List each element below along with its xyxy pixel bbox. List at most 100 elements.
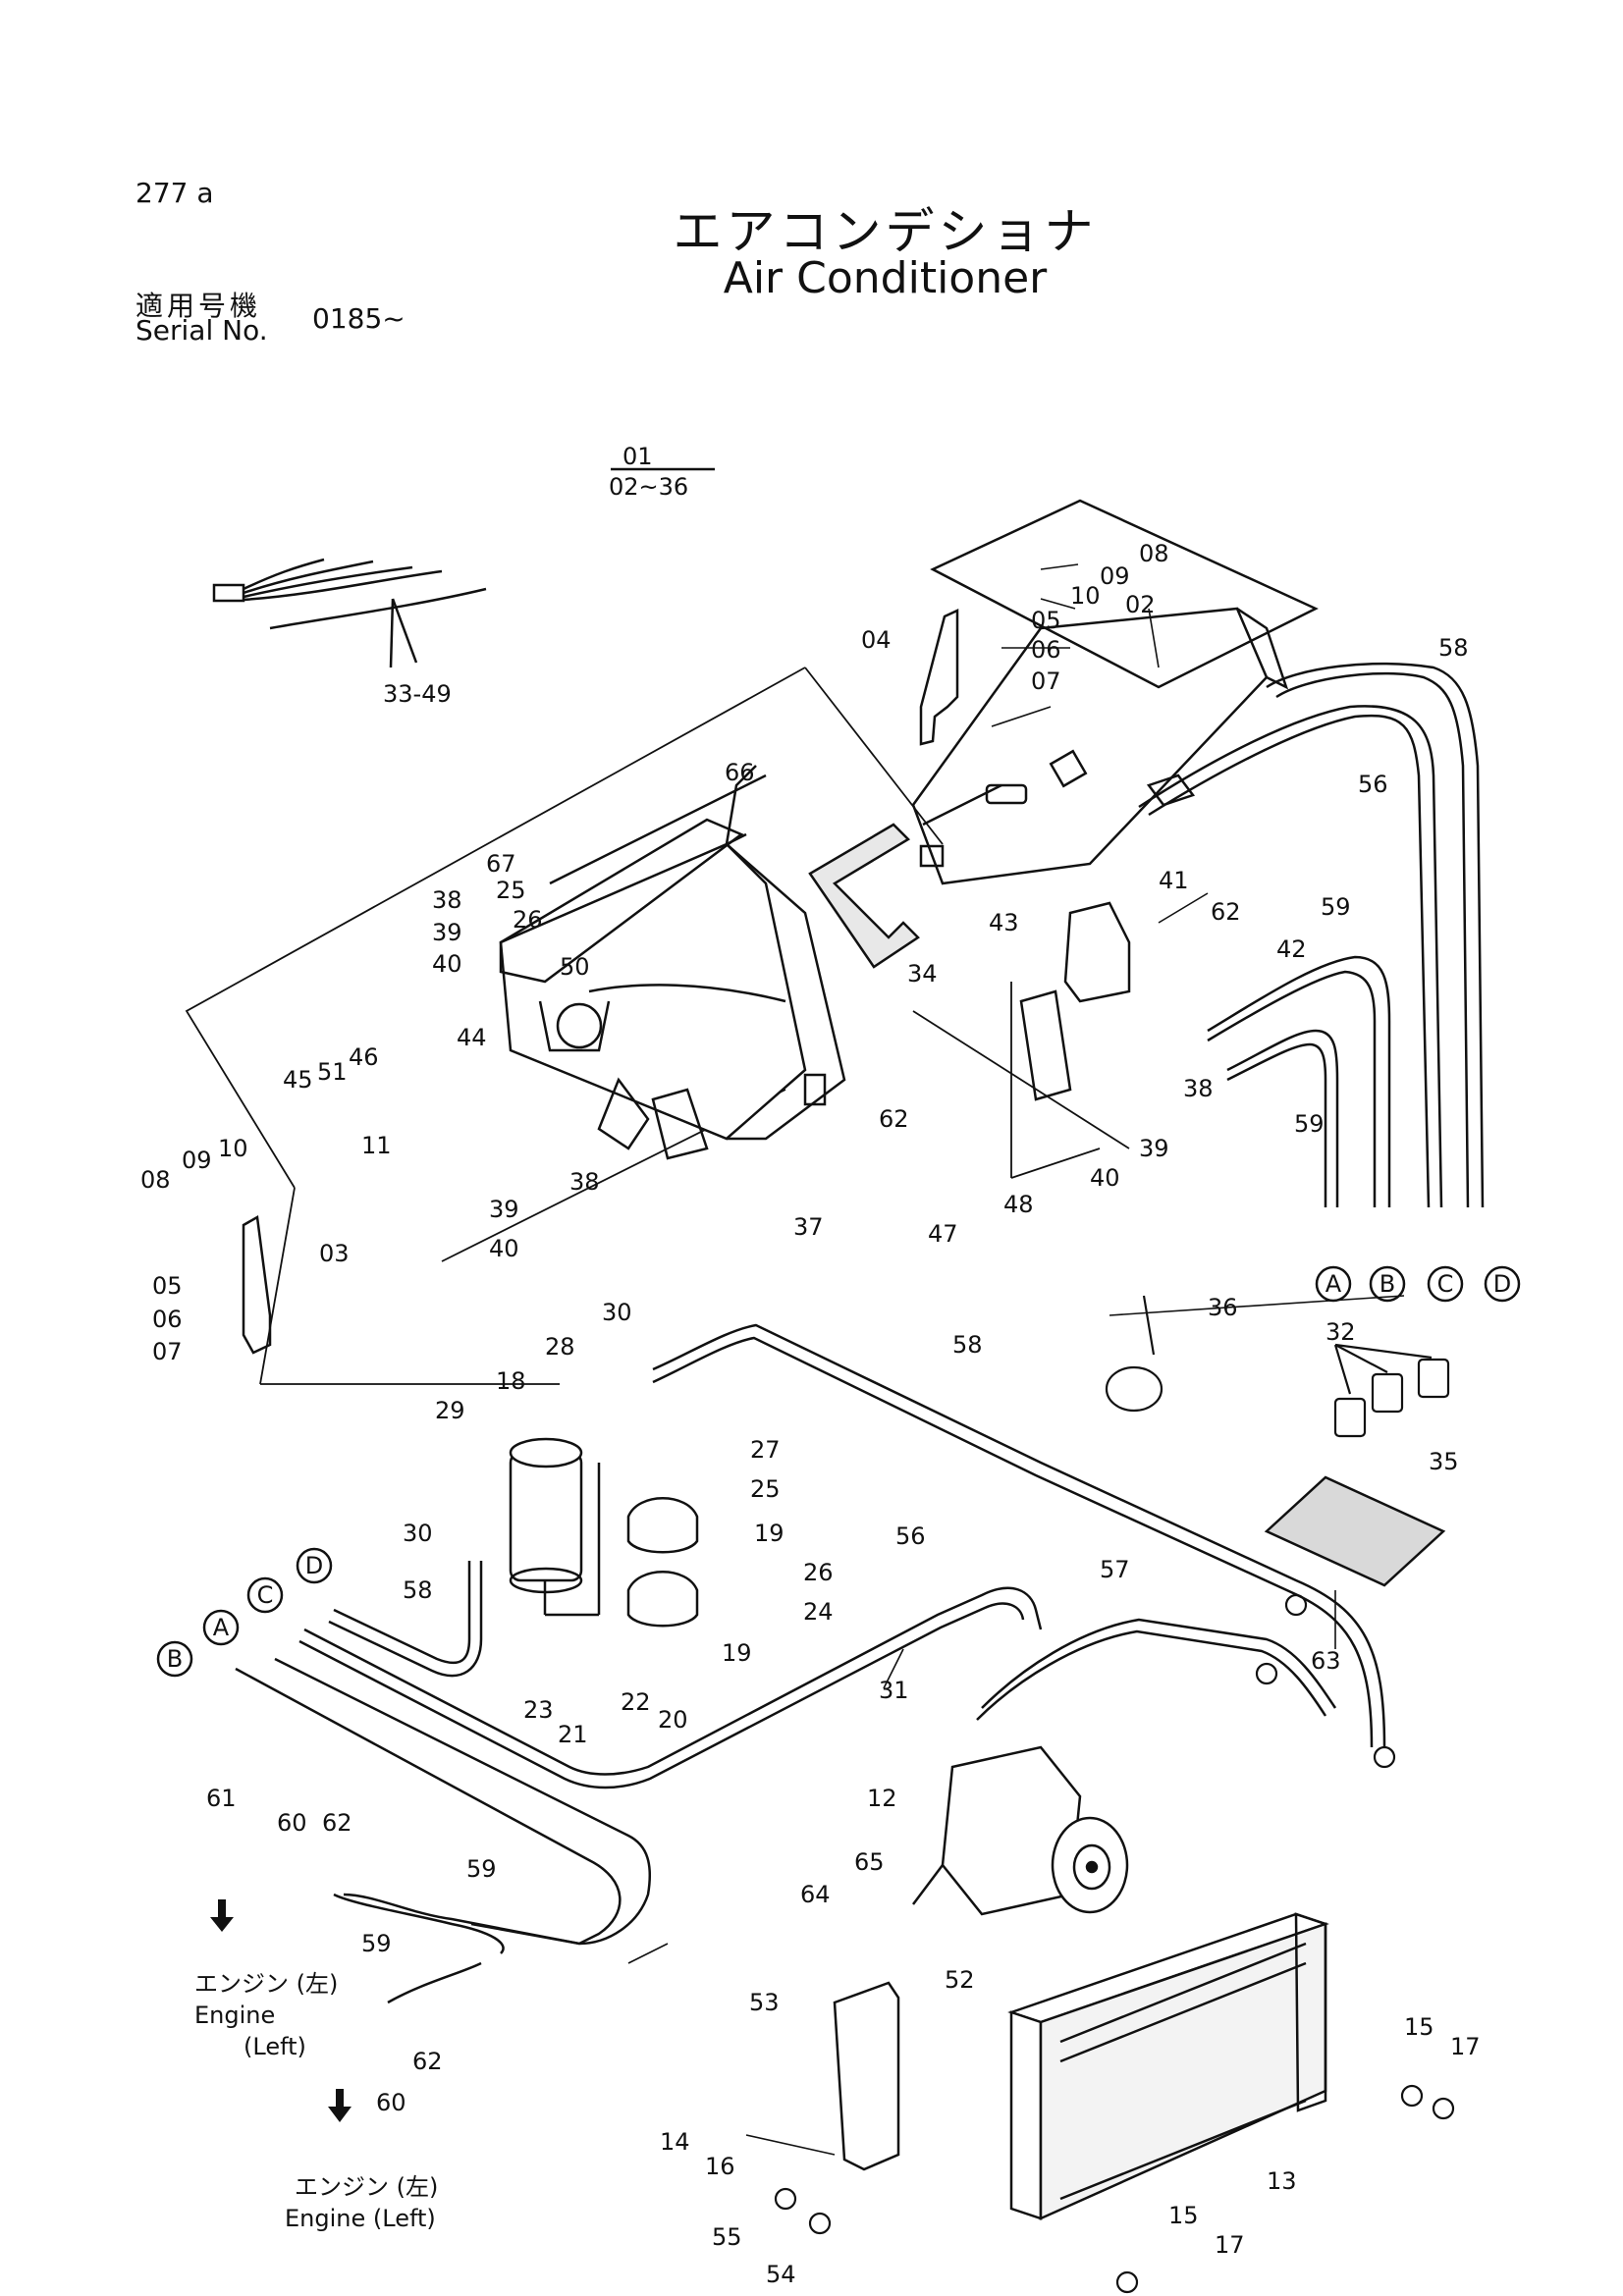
refrigerant-hose-58-mid bbox=[652, 1323, 1386, 1748]
callout-58c: 58 bbox=[403, 1576, 433, 1604]
connector-label: C bbox=[1437, 1270, 1454, 1298]
callout-67: 67 bbox=[486, 850, 516, 878]
receiver-drier bbox=[509, 1437, 601, 1617]
callout-21: 21 bbox=[558, 1721, 588, 1748]
hose-57 bbox=[976, 1618, 1337, 1721]
callout-62c: 62 bbox=[322, 1809, 352, 1837]
callout-62d: 62 bbox=[412, 2048, 443, 2075]
callout-39: 39 bbox=[432, 919, 462, 946]
callout-42: 42 bbox=[1276, 935, 1307, 963]
callout-17b: 17 bbox=[1215, 2231, 1245, 2259]
connector-b-left bbox=[156, 1640, 193, 1678]
callout-05b: 05 bbox=[1031, 607, 1061, 634]
plug-set bbox=[1333, 1343, 1450, 1438]
callout-58: 58 bbox=[1438, 634, 1469, 662]
callout-29: 29 bbox=[435, 1397, 465, 1424]
bracket-03 bbox=[242, 1214, 272, 1355]
callout-28: 28 bbox=[545, 1333, 575, 1361]
condenser-bracket bbox=[833, 1981, 900, 2171]
connector-label: A bbox=[213, 1614, 230, 1641]
engine-note-lower-jp: エンジン (左) bbox=[295, 2173, 439, 2201]
callout-59c: 59 bbox=[466, 1855, 497, 1883]
callout-34: 34 bbox=[907, 960, 938, 988]
callout-09b: 09 bbox=[1100, 562, 1130, 590]
callout-61: 61 bbox=[206, 1785, 237, 1812]
callout-04: 04 bbox=[861, 626, 892, 654]
connector-letters: A B C D D C A B bbox=[167, 1270, 1511, 1673]
callout-19b: 19 bbox=[722, 1639, 752, 1667]
callout-44: 44 bbox=[457, 1024, 487, 1051]
insulation-pad bbox=[1264, 1475, 1446, 1587]
callout-63: 63 bbox=[1311, 1647, 1341, 1675]
clamp-19-lower bbox=[626, 1571, 699, 1628]
connector-label: D bbox=[1493, 1270, 1511, 1298]
callout-06b: 06 bbox=[1031, 636, 1061, 664]
callout-53: 53 bbox=[749, 1989, 780, 2016]
bracket-04 bbox=[919, 609, 959, 746]
callout-38b: 38 bbox=[569, 1168, 600, 1196]
callout-15b: 15 bbox=[1168, 2202, 1199, 2229]
callout-14: 14 bbox=[660, 2128, 690, 2156]
callout-39b: 39 bbox=[489, 1196, 519, 1223]
callout-41: 41 bbox=[1159, 867, 1189, 894]
callout-10b: 10 bbox=[1070, 582, 1101, 610]
callout-32: 32 bbox=[1325, 1318, 1356, 1346]
callout-35: 35 bbox=[1429, 1448, 1459, 1475]
seal-pad bbox=[808, 823, 920, 969]
callout-labels: 01 02~36 33-49 66 67 25 26 50 38 39 40 4… bbox=[140, 443, 1481, 2288]
callout-50: 50 bbox=[560, 953, 590, 981]
callout-17: 17 bbox=[1450, 2033, 1481, 2060]
evaporator-unit bbox=[499, 765, 846, 1160]
callout-15: 15 bbox=[1404, 2013, 1434, 2041]
engine-note-upper-jp: エンジン (左) bbox=[194, 1970, 339, 1998]
callout-54: 54 bbox=[766, 2261, 796, 2288]
callout-62: 62 bbox=[1211, 898, 1241, 926]
fittings bbox=[774, 1593, 1455, 2294]
callout-10: 10 bbox=[218, 1135, 248, 1162]
assembly-bottom: 02~36 bbox=[609, 473, 688, 501]
hose-d-left bbox=[328, 1561, 483, 1678]
callout-60: 60 bbox=[277, 1809, 307, 1837]
refrigerant-hose-56-top bbox=[1138, 705, 1443, 1208]
callout-57: 57 bbox=[1100, 1556, 1130, 1583]
refrigerant-hose-59-top-a bbox=[1207, 955, 1391, 1207]
hose-59-engine bbox=[333, 1893, 505, 2004]
callout-51: 51 bbox=[317, 1058, 348, 1086]
callout-64: 64 bbox=[800, 1881, 831, 1908]
callout-11: 11 bbox=[361, 1132, 392, 1159]
connectors-top bbox=[156, 1265, 1521, 1678]
callout-65: 65 bbox=[854, 1848, 885, 1876]
connector-label: C bbox=[257, 1581, 274, 1609]
callout-22: 22 bbox=[621, 1688, 651, 1716]
callout-25b: 25 bbox=[750, 1475, 781, 1503]
arrow-down-icon bbox=[328, 2089, 352, 2122]
connector-a-left bbox=[202, 1609, 240, 1646]
callout-66: 66 bbox=[725, 759, 755, 786]
callout-30: 30 bbox=[602, 1299, 632, 1326]
callout-59d: 59 bbox=[361, 1930, 392, 1957]
engine-note-lower: エンジン (左) Engine (Left) bbox=[285, 2171, 438, 2234]
refrigerant-hose-59-top-b bbox=[1226, 1029, 1339, 1207]
serial-label-jp: 適用号機 bbox=[135, 290, 262, 322]
connector-a-top bbox=[1315, 1265, 1352, 1303]
callout-59b: 59 bbox=[1294, 1110, 1325, 1138]
callout-12: 12 bbox=[867, 1785, 897, 1812]
callout-62b: 62 bbox=[879, 1105, 909, 1133]
refrigerant-hose-58-top bbox=[1266, 662, 1485, 1208]
engine-note-upper-en: Engine bbox=[194, 2002, 276, 2029]
callout-26: 26 bbox=[513, 906, 543, 934]
callout-24: 24 bbox=[803, 1598, 834, 1626]
callout-07b: 07 bbox=[1031, 667, 1061, 695]
callout-55: 55 bbox=[712, 2223, 742, 2251]
connector-label: A bbox=[1325, 1270, 1342, 1298]
callout-09: 09 bbox=[182, 1147, 212, 1174]
bracket-41-43 bbox=[1019, 901, 1131, 1101]
callout-60b: 60 bbox=[376, 2089, 406, 2116]
wire-harness bbox=[212, 558, 487, 668]
callout-25: 25 bbox=[496, 877, 526, 904]
leader-lines bbox=[627, 563, 1405, 2156]
callout-59: 59 bbox=[1321, 893, 1351, 921]
connector-c-top bbox=[1427, 1265, 1464, 1303]
connector-b-top bbox=[1369, 1265, 1406, 1303]
